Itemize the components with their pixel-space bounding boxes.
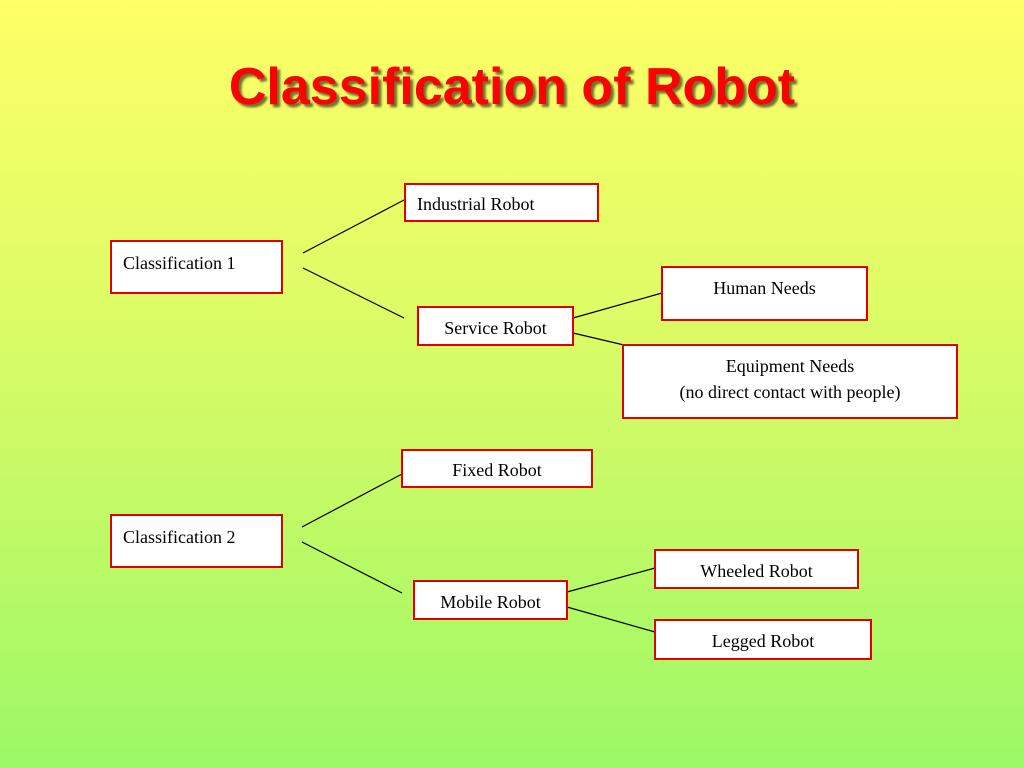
service-robot-label: Service Robot xyxy=(444,318,547,338)
legged-robot-label: Legged Robot xyxy=(711,631,815,651)
industrial-robot-label: Industrial Robot xyxy=(417,194,535,214)
line-class1-to-service xyxy=(302,267,405,319)
line-mobile-to-legged xyxy=(566,606,656,633)
legged-robot-box: Legged Robot xyxy=(654,619,872,660)
page-title: Classification of Robot xyxy=(228,58,796,116)
classification-2-box: Classification 2 xyxy=(110,514,283,568)
human-needs-label: Human Needs xyxy=(713,278,816,298)
service-robot-box: Service Robot xyxy=(417,306,574,346)
industrial-robot-box: Industrial Robot xyxy=(404,183,599,222)
classification-1-label: Classification 1 xyxy=(123,253,236,273)
human-needs-box: Human Needs xyxy=(661,266,868,321)
wheeled-robot-label: Wheeled Robot xyxy=(700,561,813,581)
fixed-robot-label: Fixed Robot xyxy=(452,460,542,480)
equipment-needs-box: Equipment Needs (no direct contact with … xyxy=(622,344,958,419)
line-mobile-to-wheeled xyxy=(566,567,656,593)
line-service-to-human xyxy=(572,292,663,319)
fixed-robot-box: Fixed Robot xyxy=(401,449,593,488)
line-class2-to-mobile xyxy=(301,541,403,594)
line-service-to-equipment xyxy=(572,332,625,346)
line-class1-to-industrial xyxy=(302,199,405,254)
equipment-needs-note: (no direct contact with people) xyxy=(679,382,901,403)
equipment-needs-label: Equipment Needs xyxy=(725,356,855,376)
mobile-robot-label: Mobile Robot xyxy=(440,592,541,612)
mobile-robot-box: Mobile Robot xyxy=(413,580,568,620)
classification-1-box: Classification 1 xyxy=(110,240,283,294)
line-class2-to-fixed xyxy=(301,473,403,528)
wheeled-robot-box: Wheeled Robot xyxy=(654,549,859,589)
classification-2-label: Classification 2 xyxy=(123,527,236,547)
